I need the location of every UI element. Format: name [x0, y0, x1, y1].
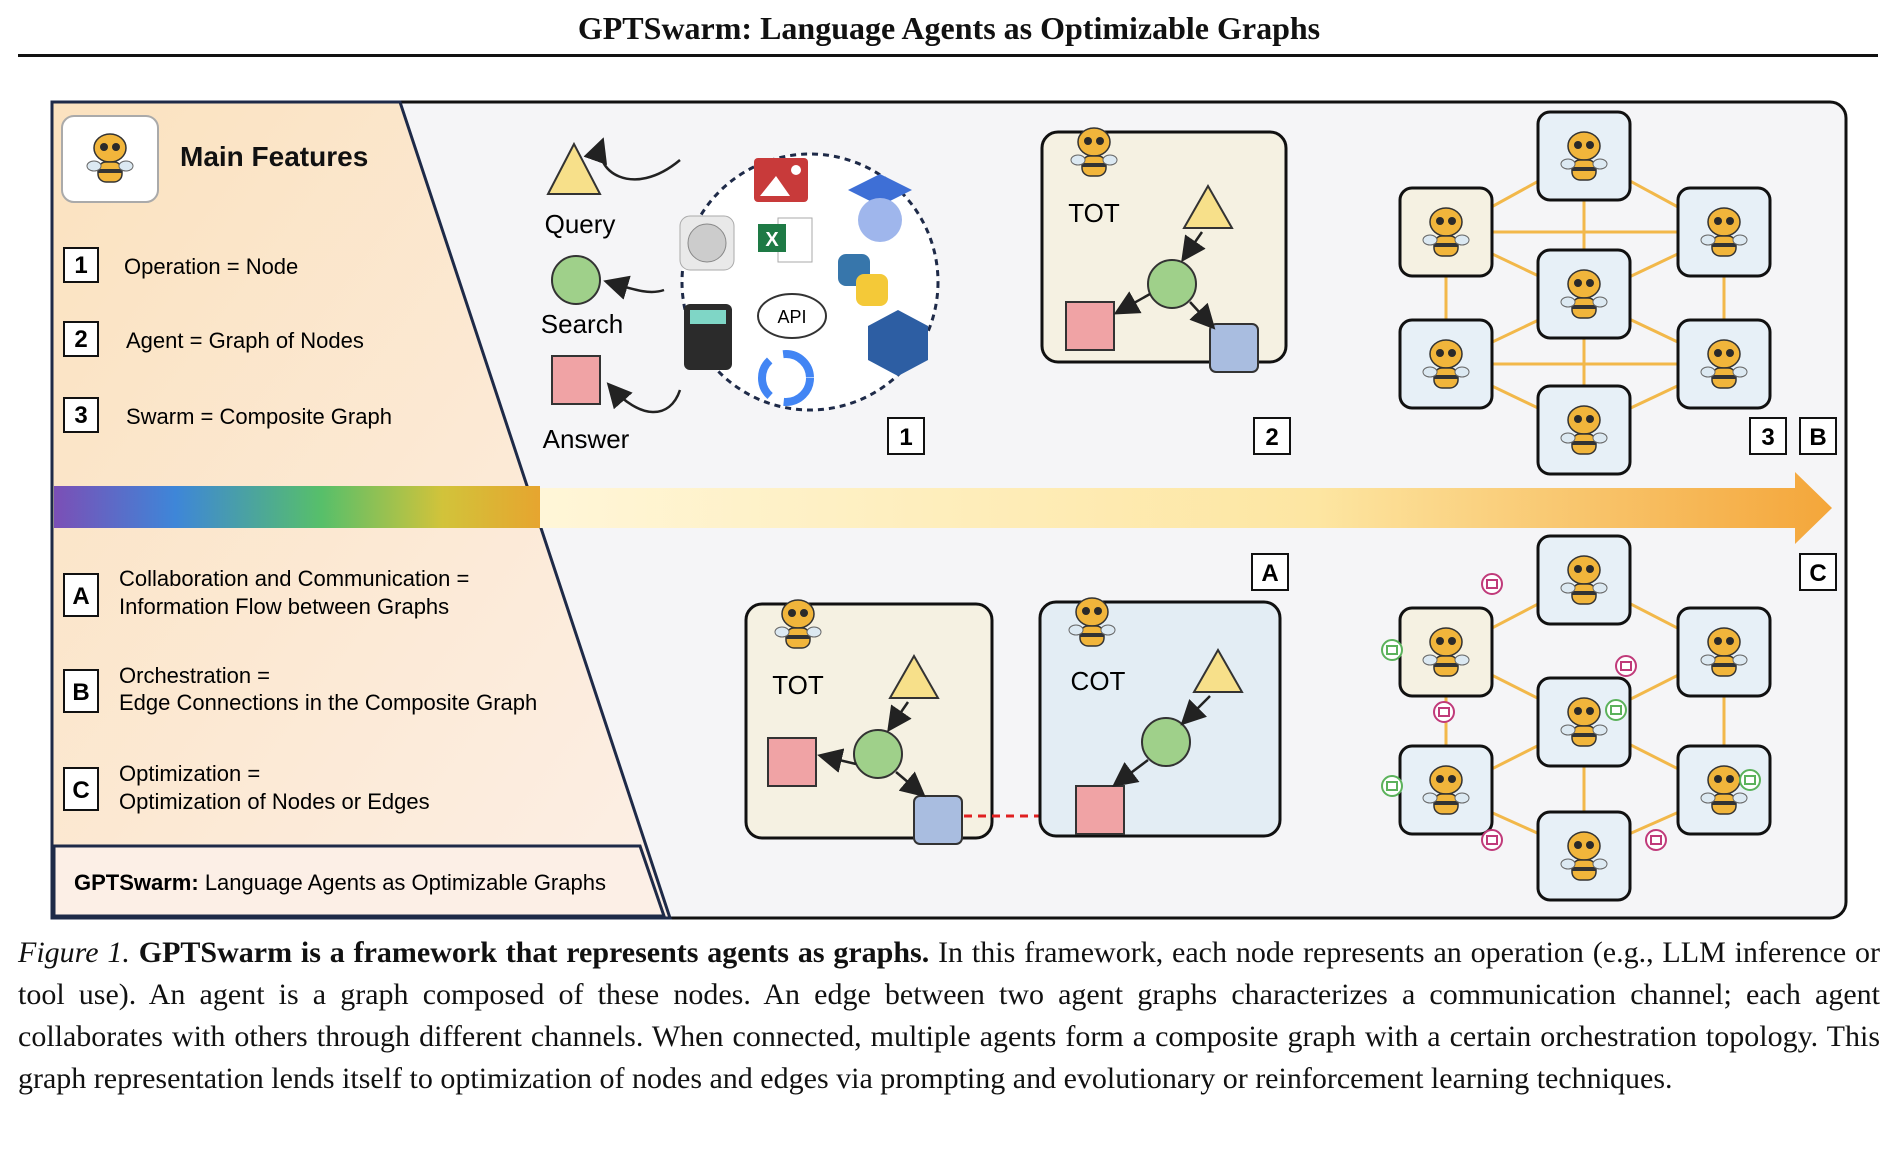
- excel-label: X: [765, 229, 779, 251]
- comm-icon: [1605, 699, 1627, 721]
- swarm-agent: [1676, 606, 1772, 698]
- marker-C-label: C: [1809, 560, 1826, 587]
- comm-icon: [1739, 769, 1761, 791]
- search-label: Search: [541, 309, 623, 339]
- swarm-agent: [1536, 534, 1632, 626]
- google-icon: [758, 350, 814, 406]
- comm-icon: [1481, 573, 1503, 595]
- swarm-agent: [1536, 110, 1632, 202]
- tools-circle: X API: [679, 152, 940, 412]
- api-label: API: [777, 307, 806, 327]
- extension-line1: Orchestration =: [119, 663, 270, 688]
- figure-caption: Figure 1. GPTSwarm is a framework that r…: [18, 932, 1880, 1100]
- feature-key: 1: [74, 252, 87, 279]
- timeline-arrow: [540, 472, 1832, 544]
- agent-graph-tot: TOT: [1040, 127, 1288, 373]
- comm-icon: [1381, 775, 1403, 797]
- marker-2-label: 2: [1265, 424, 1278, 451]
- comm-icon: [1481, 829, 1503, 851]
- footer-strip: [52, 844, 667, 918]
- swarm-agent: [1676, 186, 1772, 278]
- cot-label: COT: [1071, 666, 1126, 696]
- feature-text: Operation = Node: [124, 254, 298, 279]
- swarm-agent: [1398, 606, 1494, 698]
- agent-graph-tot-bottom: TOT: [744, 599, 994, 845]
- feature-item: 2 Agent = Graph of Nodes: [63, 321, 364, 357]
- bee-logo: [61, 115, 159, 203]
- feature-item: 3 Swarm = Composite Graph: [63, 397, 392, 433]
- cpp-icon: [868, 310, 928, 376]
- education-icon: [848, 174, 912, 242]
- caption-label: Figure 1.: [18, 936, 130, 969]
- marker-1: 1: [887, 417, 925, 455]
- marker-A-label: A: [1261, 560, 1278, 587]
- comm-icon: [1615, 655, 1637, 677]
- caption-lead: GPTSwarm is a framework that represents …: [138, 936, 930, 969]
- extension-item: C Optimization = Optimization of Nodes o…: [63, 761, 430, 814]
- agent-graph-cot: COT: [1038, 597, 1282, 838]
- swarm-graph-top: [1398, 110, 1772, 476]
- comm-icon: [1433, 701, 1455, 723]
- footer-bold: GPTSwarm:: [74, 870, 199, 895]
- image-icon: [754, 158, 808, 202]
- comm-icon: [1645, 829, 1667, 851]
- main-features-heading: Main Features: [180, 141, 368, 172]
- api-cloud-icon: API: [757, 293, 827, 339]
- swarm-agent: [1676, 318, 1772, 410]
- answer-label: Answer: [543, 424, 630, 454]
- extension-item: B Orchestration = Edge Connections in th…: [63, 663, 537, 715]
- swarm-agent: [1398, 186, 1494, 278]
- swarm-agent: [1536, 384, 1632, 476]
- marker-3-label: 3: [1761, 424, 1774, 451]
- extension-line2: Optimization of Nodes or Edges: [119, 789, 430, 814]
- swarm-agent: [1536, 248, 1632, 340]
- marker-C: C: [1799, 553, 1837, 591]
- footer-rest: Language Agents as Optimizable Graphs: [199, 870, 606, 895]
- marker-1-label: 1: [899, 424, 912, 451]
- search-node: [551, 255, 601, 305]
- extension-key: C: [72, 777, 89, 804]
- wikipedia-icon: [679, 215, 735, 271]
- extension-line1: Optimization =: [119, 761, 260, 786]
- rainbow-band: [54, 486, 540, 528]
- extension-item: A Collaboration and Communication = Info…: [63, 566, 469, 619]
- feature-text: Agent = Graph of Nodes: [126, 328, 364, 353]
- swarm-agent: [1536, 810, 1632, 902]
- marker-B: B: [1799, 417, 1837, 455]
- query-label: Query: [545, 209, 616, 239]
- running-head: GPTSwarm: Language Agents as Optimizable…: [577, 10, 1321, 46]
- swarm-agent: [1676, 744, 1772, 836]
- feature-item: 1 Operation = Node: [63, 247, 298, 283]
- marker-B-label: B: [1809, 424, 1826, 451]
- operation-nodes: Query Search Answer: [541, 137, 682, 454]
- extension-key: B: [72, 679, 89, 706]
- figure-1: Main Features 1 Operation = Node 2 Agent…: [50, 100, 1848, 920]
- query-node: [546, 141, 602, 195]
- answer-node: [551, 355, 601, 405]
- swarm-graph-bottom: [1381, 534, 1772, 902]
- marker-3: 3: [1749, 417, 1787, 455]
- feature-key: 2: [74, 326, 87, 353]
- marker-A: A: [1251, 553, 1289, 591]
- tot-bottom-label: TOT: [772, 670, 824, 700]
- swarm-agent: [1398, 318, 1494, 410]
- extension-line2: Edge Connections in the Composite Graph: [119, 690, 537, 715]
- header-rule: [18, 54, 1878, 57]
- marker-2: 2: [1253, 417, 1291, 455]
- python-icon: [838, 254, 888, 306]
- footer-label: GPTSwarm: Language Agents as Optimizable…: [74, 870, 606, 895]
- tot-label: TOT: [1068, 198, 1120, 228]
- swarm-agent: [1398, 744, 1494, 836]
- extension-line2: Information Flow between Graphs: [119, 594, 449, 619]
- caption-body: In this framework, each node represents …: [18, 936, 1881, 1095]
- feature-key: 3: [74, 402, 87, 429]
- excel-icon: X: [758, 217, 813, 263]
- swarm-agent: [1536, 676, 1632, 768]
- extension-key: A: [72, 583, 89, 610]
- extension-line1: Collaboration and Communication =: [119, 566, 469, 591]
- feature-text: Swarm = Composite Graph: [126, 404, 392, 429]
- calculator-icon: [684, 304, 732, 370]
- comm-icon: [1381, 639, 1403, 661]
